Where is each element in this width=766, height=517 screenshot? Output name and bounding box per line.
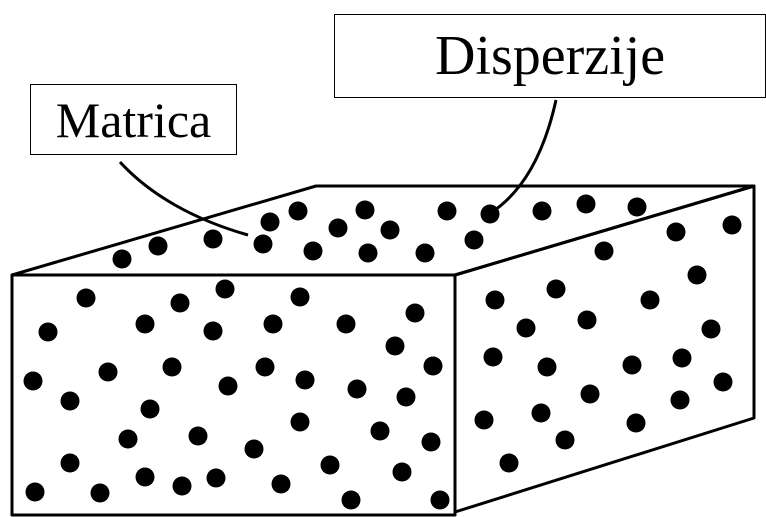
particle-dot [336, 314, 356, 334]
matrix-label-text: Matrica [55, 91, 212, 148]
particle-dot [423, 356, 443, 376]
particle-dot [244, 439, 264, 459]
particle-dot [464, 230, 484, 250]
matrix-label: Matrica [30, 84, 237, 155]
particle-dot [206, 468, 226, 488]
particle-dot [380, 220, 400, 240]
particle-dot [355, 200, 375, 220]
particle-dot [347, 379, 367, 399]
particle-dot [430, 490, 450, 510]
particle-dot [170, 293, 190, 313]
particle-dot [713, 372, 733, 392]
dispersion-label: Disperzije [334, 14, 766, 98]
particle-dot [255, 357, 275, 377]
matrix-leader-line [118, 160, 249, 237]
particle-dot [288, 201, 308, 221]
particle-dot [687, 265, 707, 285]
particle-dot [516, 318, 536, 338]
particle-dot [23, 371, 43, 391]
particle-dot [140, 399, 160, 419]
particle-dot [25, 482, 45, 502]
particle-dot [670, 390, 690, 410]
particle-dot [76, 288, 96, 308]
particle-dot [480, 204, 500, 224]
particle-dot [358, 243, 378, 263]
particle-dot [203, 321, 223, 341]
particle-dot [303, 241, 323, 261]
particle-dot [290, 412, 310, 432]
particle-dot [640, 290, 660, 310]
particle-dot [271, 474, 291, 494]
particle-dot [112, 249, 132, 269]
particle-dot [370, 421, 390, 441]
block-right-face [453, 184, 756, 514]
particle-dot [148, 236, 168, 256]
particle-dot [90, 483, 110, 503]
particle-dot [577, 310, 597, 330]
particle-dot [341, 490, 361, 510]
dispersion-leader-line [491, 99, 558, 214]
particle-dot [295, 370, 315, 390]
block-outline [10, 184, 756, 517]
particle-dot [203, 229, 223, 249]
particle-dot [483, 347, 503, 367]
particle-dot [385, 336, 405, 356]
particle-dot [60, 391, 80, 411]
particle-dot [672, 348, 692, 368]
particle-dot [555, 430, 575, 450]
particle-dot [162, 357, 182, 377]
particle-dot [405, 303, 425, 323]
particle-dot [320, 455, 340, 475]
dispersion-label-text: Disperzije [434, 25, 666, 87]
particle-dot [627, 197, 647, 217]
particle-dot [666, 222, 686, 242]
particle-dot [218, 376, 238, 396]
particle-dot [215, 279, 235, 299]
dispersion-particles [23, 194, 742, 510]
particle-dot [626, 413, 646, 433]
particle-dot [537, 357, 557, 377]
particle-dot [531, 403, 551, 423]
particle-dot [546, 279, 566, 299]
particle-dot [392, 462, 412, 482]
particle-dot [135, 467, 155, 487]
particle-dot [485, 290, 505, 310]
particle-dot [474, 410, 494, 430]
particle-dot [253, 234, 273, 254]
particle-dot [290, 287, 310, 307]
particle-dot [722, 215, 742, 235]
particle-dot [118, 429, 138, 449]
particle-dot [263, 314, 283, 334]
particle-dot [188, 426, 208, 446]
particle-dot [499, 453, 519, 473]
particle-dot [98, 362, 118, 382]
particle-dot [580, 384, 600, 404]
particle-dot [260, 212, 280, 232]
particle-dot [135, 314, 155, 334]
particle-dot [576, 194, 596, 214]
particle-dot [38, 322, 58, 342]
particle-dot [328, 218, 348, 238]
particle-dot [396, 387, 416, 407]
particle-dot [701, 319, 721, 339]
particle-dot [594, 241, 614, 261]
particle-dot [437, 201, 457, 221]
particle-dot [172, 476, 192, 496]
particle-dot [415, 243, 435, 263]
particle-dot [421, 432, 441, 452]
particle-dot [532, 201, 552, 221]
block-front-face [10, 273, 457, 517]
particle-dot [622, 355, 642, 375]
particle-dot [60, 453, 80, 473]
